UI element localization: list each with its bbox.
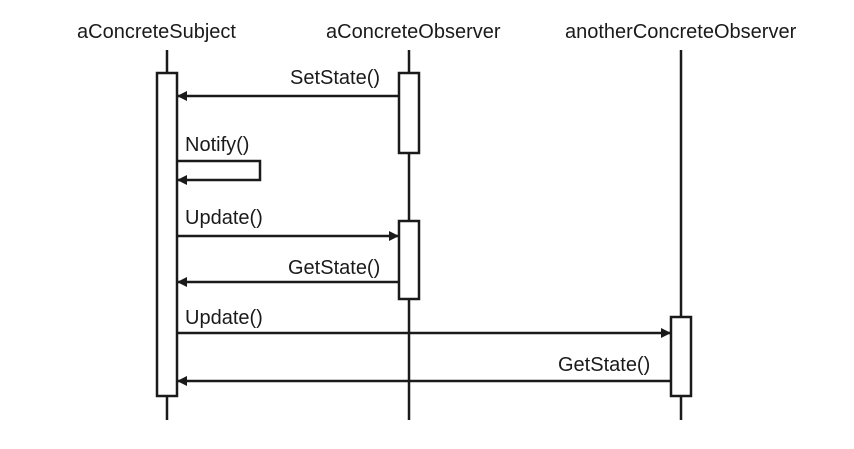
message-label-update-1: Update() xyxy=(185,207,263,229)
activation-subject xyxy=(155,71,179,398)
message-label-setstate: SetState() xyxy=(290,67,381,89)
message-label-getstate-2: GetState() xyxy=(558,354,651,376)
message-label-getstate-1: GetState() xyxy=(288,257,381,279)
activation-observer-1 xyxy=(397,71,421,155)
message-arrow-notify xyxy=(177,159,262,185)
participant-another-observer-label: anotherConcreteObserver xyxy=(565,21,797,43)
participant-subject-label: aConcreteSubject xyxy=(77,21,236,43)
activation-another-observer xyxy=(669,315,693,398)
message-label-notify: Notify() xyxy=(185,134,250,156)
message-label-update-2: Update() xyxy=(185,307,263,329)
participant-observer-label: aConcreteObserver xyxy=(326,21,501,43)
activation-observer-2 xyxy=(397,219,421,301)
